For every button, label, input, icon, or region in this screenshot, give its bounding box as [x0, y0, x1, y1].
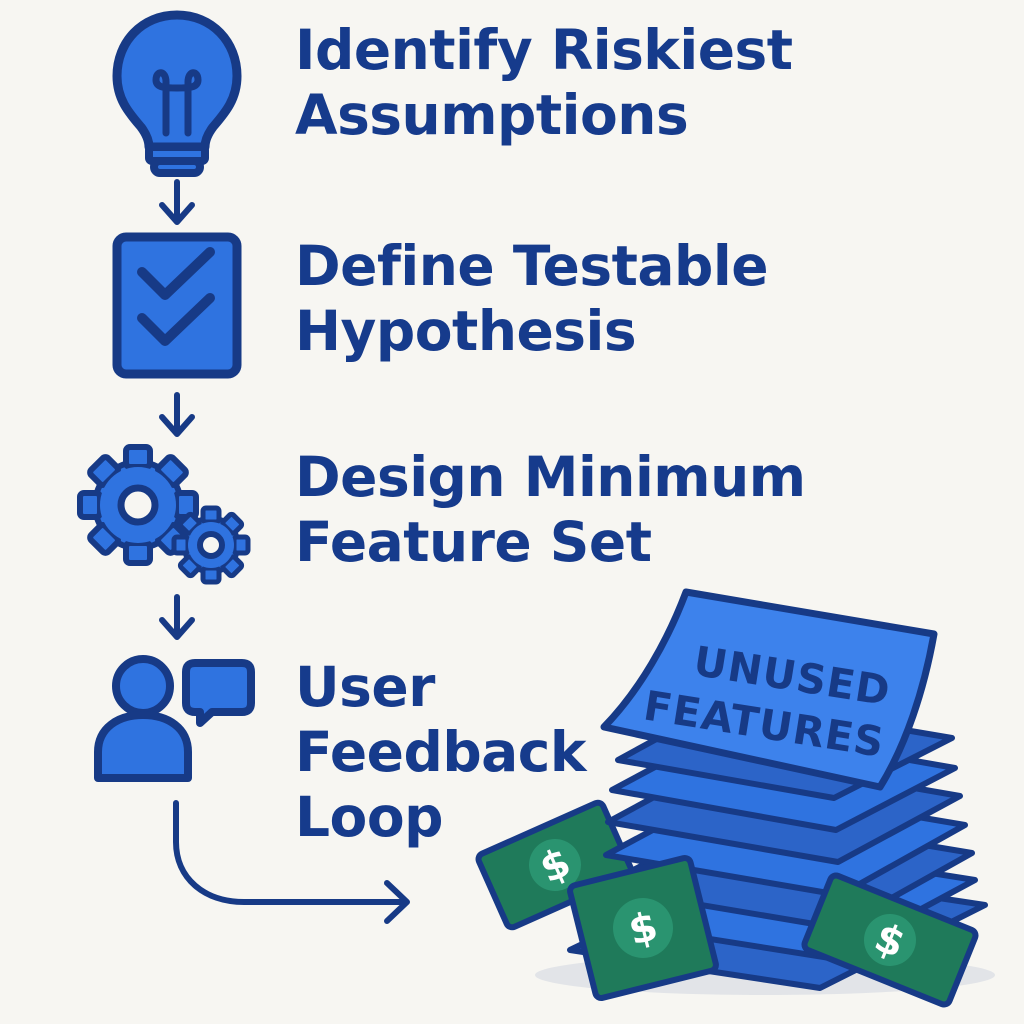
user-chat-icon [94, 655, 255, 782]
step-label-identify-assumptions: Identify Riskiest Assumptions [295, 18, 793, 148]
gears-icon [77, 444, 251, 585]
step-label-define-hypothesis: Define Testable Hypothesis [295, 234, 769, 364]
checklist-icon [112, 232, 242, 379]
loop-arrow [173, 800, 410, 924]
lightbulb-icon [112, 10, 242, 177]
step-4-line-1: User [295, 655, 435, 719]
step-label-design-feature-set: Design Minimum Feature Set [295, 445, 806, 575]
money-bill-right: $ [801, 872, 979, 1008]
step-3-line-2: Feature Set [295, 510, 652, 574]
step-3-line-1: Design Minimum [295, 445, 806, 509]
down-arrow-2 [159, 392, 195, 437]
money-bill-center: $ [567, 854, 719, 1002]
step-1-line-1: Identify Riskiest [295, 18, 793, 82]
step-2-line-2: Hypothesis [295, 299, 637, 363]
step-4-line-2: Feedback [295, 720, 586, 784]
step-label-user-feedback-loop: User Feedback Loop [295, 655, 586, 850]
unused-features-pile: $ UNUSED FEATURES $ [475, 588, 995, 1008]
step-2-line-1: Define Testable [295, 234, 769, 298]
down-arrow-3 [159, 594, 195, 640]
down-arrow-1 [159, 179, 195, 225]
step-4-line-3: Loop [295, 785, 443, 849]
step-1-line-2: Assumptions [295, 83, 689, 147]
